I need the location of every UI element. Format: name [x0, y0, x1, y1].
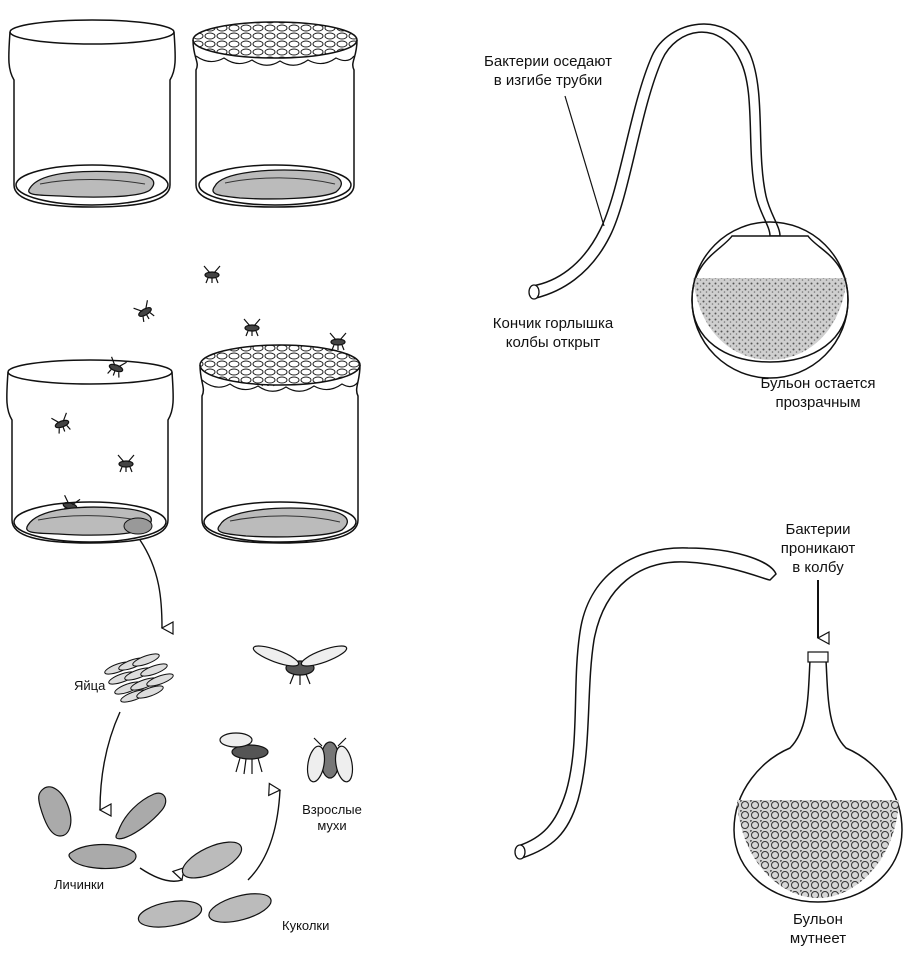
caption-line: Бульон остается — [738, 374, 898, 393]
caption-line: Бактерии оседают — [458, 52, 638, 71]
caption-neck-open: Кончик горлышка колбы открыт — [478, 314, 628, 352]
arrow-larvae-to-pupae — [140, 868, 182, 881]
caption-line: проникают — [758, 539, 878, 558]
meat-top-left — [29, 171, 154, 197]
meat-bottom-right — [218, 508, 347, 537]
larvae — [39, 787, 166, 869]
caption-bacteria-enter: Бактерии проникают в колбу — [758, 520, 878, 577]
pupae — [136, 835, 274, 932]
arrow-pupae-to-adults — [248, 790, 280, 880]
meat-top-right — [213, 170, 341, 199]
caption-line: в изгибе трубки — [458, 71, 638, 90]
arrow-to-eggs — [140, 540, 162, 628]
meat-bottom-left — [27, 507, 152, 535]
caption-line: Бульон — [778, 910, 858, 929]
caption-line: прозрачным — [738, 393, 898, 412]
swan-neck-flask-bottom — [515, 548, 902, 902]
caption-line: Бактерии — [758, 520, 878, 539]
caption-line: мухи — [292, 818, 372, 834]
caption-bacteria-settle: Бактерии оседают в изгибе трубки — [458, 52, 638, 90]
label-larvae: Личинки — [54, 877, 104, 893]
label-adult-flies: Взрослые мухи — [292, 802, 372, 834]
caption-line: мутнеет — [778, 929, 858, 948]
caption-line: Взрослые — [292, 802, 372, 818]
eggs — [103, 651, 174, 704]
caption-broth-cloudy: Бульон мутнеет — [778, 910, 858, 948]
caption-line: Кончик горлышка — [478, 314, 628, 333]
caption-line: колбы открыт — [478, 333, 628, 352]
caption-broth-clear: Бульон остается прозрачным — [738, 374, 898, 412]
label-pupae: Куколки — [282, 918, 329, 934]
arrow-eggs-to-larvae — [100, 712, 120, 810]
caption-line: в колбу — [758, 558, 878, 577]
label-eggs: Яйца — [74, 678, 105, 694]
pointer-line-settle — [565, 96, 604, 226]
adult-flies — [220, 642, 355, 783]
